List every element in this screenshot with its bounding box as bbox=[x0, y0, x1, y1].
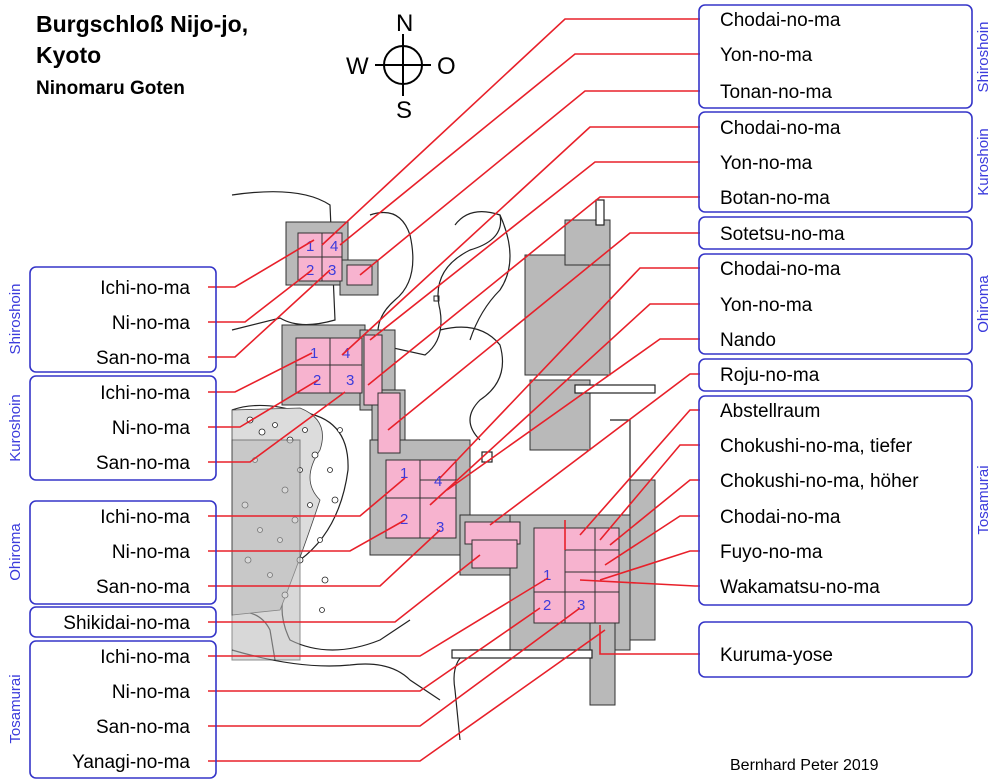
label-right-chokushi-tiefer: Chokushi-no-ma, tiefer bbox=[720, 436, 913, 457]
label-left-kuroshoin-ichi: Ichi-no-ma bbox=[100, 383, 190, 404]
box-right-shiroshoin bbox=[698, 4, 973, 109]
label-left-shiroshoin-san: San-no-ma bbox=[96, 348, 190, 369]
compass-rose: N S W O bbox=[346, 10, 456, 124]
room-num-shiroshoin-1: 1 bbox=[306, 238, 314, 255]
box-left-kuroshoin bbox=[29, 375, 217, 481]
label-left-ohiroma-ni: Ni-no-ma bbox=[112, 542, 191, 563]
label-right-chokushi-hoeher: Chokushi-no-ma, höher bbox=[720, 471, 919, 492]
label-right-ohiroma-chodai: Chodai-no-ma bbox=[720, 259, 841, 280]
credit-text: Bernhard Peter 2019 bbox=[730, 757, 879, 774]
leader-lines-left bbox=[208, 239, 606, 762]
room-num-ohiroma-3: 3 bbox=[436, 519, 444, 536]
group-left-kuroshoin: Kuroshoin bbox=[7, 394, 24, 462]
shikidai-rooms bbox=[464, 521, 521, 569]
compass-east: O bbox=[437, 53, 456, 80]
group-left-ohiroma: Ohiroma bbox=[7, 523, 24, 581]
label-left-shiroshoin-ichi: Ichi-no-ma bbox=[100, 278, 190, 299]
label-right-kuruma-yose: Kuruma-yose bbox=[720, 645, 833, 666]
compass-south: S bbox=[396, 97, 412, 124]
room-num-tosamurai-3: 3 bbox=[577, 597, 585, 614]
group-right-kuroshoin: Kuroshoin bbox=[975, 128, 992, 196]
box-right-sotetsu bbox=[698, 216, 973, 250]
room-num-kuroshoin-3: 3 bbox=[346, 372, 354, 389]
label-right-ohiroma-nando: Nando bbox=[720, 330, 776, 351]
box-left-ohiroma bbox=[29, 500, 217, 605]
room-num-tosamurai-2: 2 bbox=[543, 597, 551, 614]
label-left-tosamurai-san: San-no-ma bbox=[96, 717, 190, 738]
label-left-tosamurai-yanagi: Yanagi-no-ma bbox=[72, 752, 190, 773]
room-num-kuroshoin-4: 4 bbox=[342, 345, 350, 362]
label-right-shiroshoin-yon: Yon-no-ma bbox=[720, 45, 813, 66]
room-num-shiroshoin-3: 3 bbox=[328, 262, 336, 279]
buildings bbox=[231, 199, 656, 706]
left-label-panel: Shiroshoin Kuroshoin Ohiroma Tosamurai I… bbox=[7, 266, 217, 779]
label-right-ohiroma-yon: Yon-no-ma bbox=[720, 295, 813, 316]
rooms bbox=[295, 232, 620, 624]
label-left-ohiroma-ichi: Ichi-no-ma bbox=[100, 507, 190, 528]
group-right-shiroshoin: Shiroshoin bbox=[975, 22, 992, 93]
label-right-kuroshoin-botan: Botan-no-ma bbox=[720, 188, 830, 209]
label-right-shiroshoin-tonan: Tonan-no-ma bbox=[720, 82, 832, 103]
label-left-kuroshoin-ni: Ni-no-ma bbox=[112, 418, 191, 439]
group-right-ohiroma: Ohiroma bbox=[975, 275, 992, 333]
label-right-shiroshoin-chodai: Chodai-no-ma bbox=[720, 10, 841, 31]
label-left-kuroshoin-san: San-no-ma bbox=[96, 453, 190, 474]
label-left-tosamurai-ni: Ni-no-ma bbox=[112, 682, 191, 703]
room-num-tosamurai-1: 1 bbox=[543, 567, 551, 584]
label-left-shikidai: Shikidai-no-ma bbox=[63, 613, 190, 634]
label-right-tosamurai-chodai: Chodai-no-ma bbox=[720, 507, 841, 528]
title-line-1: Burgschloß Nijo-jo, bbox=[36, 11, 248, 37]
room-num-shiroshoin-4: 4 bbox=[330, 238, 338, 255]
tosamurai-rooms bbox=[533, 527, 620, 624]
label-right-wakamatsu: Wakamatsu-no-ma bbox=[720, 577, 880, 598]
box-left-tosamurai bbox=[29, 640, 217, 779]
leader-lines-right bbox=[321, 18, 700, 655]
label-left-ohiroma-san: San-no-ma bbox=[96, 577, 190, 598]
group-left-tosamurai: Tosamurai bbox=[7, 674, 24, 743]
box-right-ohiroma bbox=[698, 253, 973, 355]
box-right-kuroshoin bbox=[698, 111, 973, 213]
label-right-abstellraum: Abstellraum bbox=[720, 401, 820, 422]
box-left-shikidai bbox=[29, 606, 217, 638]
title-line-2: Kyoto bbox=[36, 42, 101, 68]
room-num-ohiroma-2: 2 bbox=[400, 511, 408, 528]
label-right-sotetsu: Sotetsu-no-ma bbox=[720, 224, 845, 245]
label-left-tosamurai-ichi: Ichi-no-ma bbox=[100, 647, 190, 668]
label-right-fuyo: Fuyo-no-ma bbox=[720, 542, 823, 563]
room-num-ohiroma-4: 4 bbox=[434, 473, 442, 490]
box-right-kuruma bbox=[698, 621, 973, 678]
label-left-shiroshoin-ni: Ni-no-ma bbox=[112, 313, 191, 334]
subtitle: Ninomaru Goten bbox=[36, 78, 185, 99]
shiroshoin-rooms bbox=[297, 232, 373, 286]
compass-west: W bbox=[346, 53, 369, 80]
box-right-tosamurai bbox=[698, 395, 973, 606]
room-num-ohiroma-1: 1 bbox=[400, 465, 408, 482]
box-left-shiroshoin bbox=[29, 266, 217, 373]
label-right-roju: Roju-no-ma bbox=[720, 365, 820, 386]
box-right-roju bbox=[698, 358, 973, 392]
group-left-shiroshoin: Shiroshoin bbox=[7, 284, 24, 355]
label-right-kuroshoin-chodai: Chodai-no-ma bbox=[720, 118, 841, 139]
right-label-panel: Shiroshoin Kuroshoin Ohiroma Tosamurai C… bbox=[698, 4, 992, 678]
label-right-kuroshoin-yon: Yon-no-ma bbox=[720, 153, 813, 174]
room-num-kuroshoin-1: 1 bbox=[310, 345, 318, 362]
compass-north: N bbox=[396, 10, 413, 37]
group-right-tosamurai: Tosamurai bbox=[975, 465, 992, 534]
